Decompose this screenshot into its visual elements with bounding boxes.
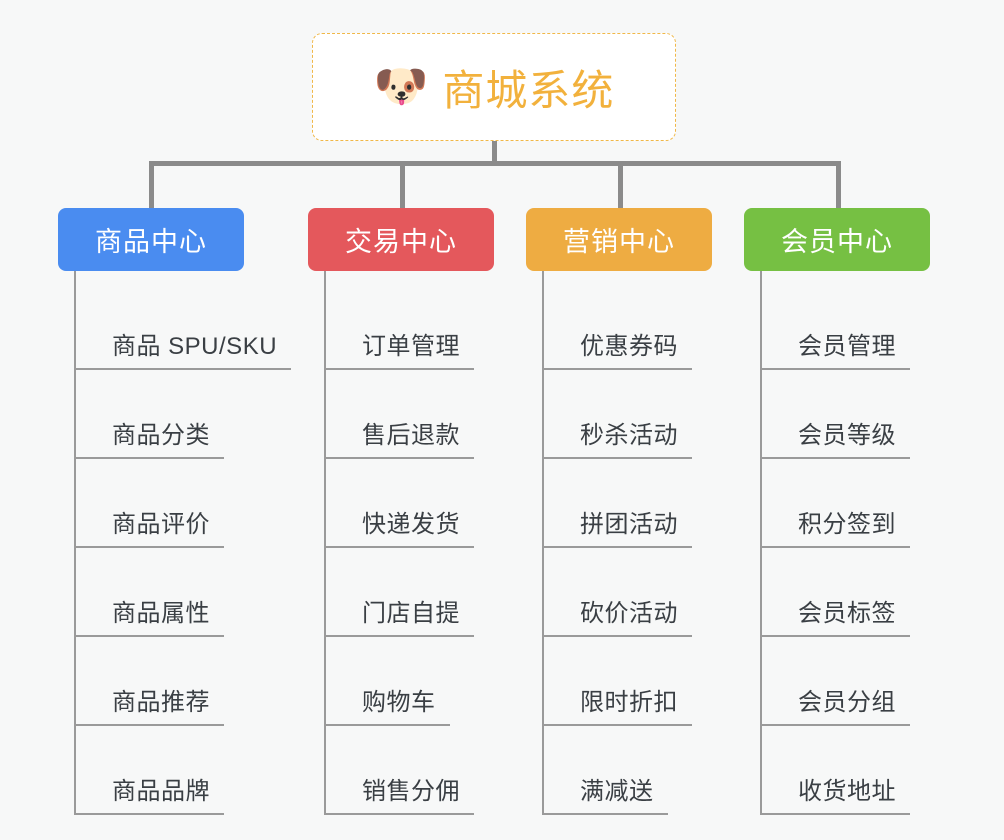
list-item[interactable]: 商品分类	[76, 370, 244, 459]
list-item-label: 会员标签	[798, 600, 896, 627]
list-item-underline	[762, 635, 910, 637]
list-item[interactable]: 订单管理	[326, 281, 494, 370]
list-item[interactable]: 拼团活动	[544, 459, 712, 548]
list-item[interactable]: 商品推荐	[76, 637, 244, 726]
connector-drop-3	[618, 161, 623, 208]
list-item-underline	[326, 635, 474, 637]
list-item-label: 满减送	[580, 778, 654, 805]
list-item-underline	[544, 368, 692, 370]
list-item[interactable]: 会员等级	[762, 370, 930, 459]
list-item-underline	[762, 724, 910, 726]
list-item-label: 会员等级	[798, 422, 896, 449]
list-item-underline	[326, 546, 474, 548]
list-item-label: 拼团活动	[580, 511, 678, 538]
list-item[interactable]: 购物车	[326, 637, 494, 726]
list-item-underline	[76, 813, 224, 815]
list-item-label: 收货地址	[798, 778, 896, 805]
list-item[interactable]: 收货地址	[762, 726, 930, 815]
list-item-underline	[326, 368, 474, 370]
list-item[interactable]: 门店自提	[326, 548, 494, 637]
list-item-label: 商品 SPU/SKU	[112, 333, 278, 360]
connector-drop-2	[400, 161, 405, 208]
list-item-underline	[326, 724, 450, 726]
category-header-product[interactable]: 商品中心	[58, 208, 244, 271]
root-node-mall-system[interactable]: 🐶 商城系统	[312, 33, 676, 141]
list-item[interactable]: 快递发货	[326, 459, 494, 548]
category-column-marketing: 营销中心 优惠券码 秒杀活动 拼团活动 砍价活动 限时折扣 满减送	[526, 208, 712, 815]
list-item-underline	[76, 635, 224, 637]
connector-drop-1	[149, 161, 154, 208]
list-item[interactable]: 砍价活动	[544, 548, 712, 637]
list-item[interactable]: 商品评价	[76, 459, 244, 548]
shiba-dog-face-icon: 🐶	[373, 62, 429, 111]
category-column-trade: 交易中心 订单管理 售后退款 快递发货 门店自提 购物车 销售分佣	[308, 208, 494, 815]
list-item-underline	[326, 813, 474, 815]
list-item-underline	[76, 368, 291, 370]
list-item-underline	[326, 457, 474, 459]
list-item-label: 商品推荐	[112, 689, 210, 716]
list-item-label: 门店自提	[362, 600, 460, 627]
list-item-underline	[76, 724, 224, 726]
list-item[interactable]: 满减送	[544, 726, 712, 815]
root-node-title: 商城系统	[442, 66, 615, 114]
list-item[interactable]: 售后退款	[326, 370, 494, 459]
list-item-underline	[544, 546, 692, 548]
list-item[interactable]: 积分签到	[762, 459, 930, 548]
list-item[interactable]: 商品属性	[76, 548, 244, 637]
list-item-underline	[762, 368, 910, 370]
list-item[interactable]: 商品品牌	[76, 726, 244, 815]
leaf-list-member: 会员管理 会员等级 积分签到 会员标签 会员分组 收货地址	[760, 271, 930, 815]
category-column-member: 会员中心 会员管理 会员等级 积分签到 会员标签 会员分组 收货地址	[744, 208, 930, 815]
list-item-underline	[544, 635, 692, 637]
list-item-label: 订单管理	[362, 333, 460, 360]
list-item-label: 会员分组	[798, 689, 896, 716]
list-item[interactable]: 秒杀活动	[544, 370, 712, 459]
list-item-label: 积分签到	[798, 511, 896, 538]
leaf-list-trade: 订单管理 售后退款 快递发货 门店自提 购物车 销售分佣	[324, 271, 494, 815]
list-item-label: 商品评价	[112, 511, 210, 538]
connector-drop-4	[836, 161, 841, 208]
category-header-trade[interactable]: 交易中心	[308, 208, 494, 271]
list-item-underline	[76, 457, 224, 459]
list-item-underline	[544, 457, 692, 459]
list-item[interactable]: 优惠券码	[544, 281, 712, 370]
list-item[interactable]: 限时折扣	[544, 637, 712, 726]
list-item-label: 商品属性	[112, 600, 210, 627]
list-item-label: 砍价活动	[580, 600, 678, 627]
list-item-underline	[544, 813, 668, 815]
list-item-label: 优惠券码	[580, 333, 678, 360]
list-item-underline	[762, 813, 910, 815]
list-item-underline	[544, 724, 692, 726]
list-item[interactable]: 会员分组	[762, 637, 930, 726]
list-item-underline	[762, 546, 910, 548]
category-header-member[interactable]: 会员中心	[744, 208, 930, 271]
category-header-marketing[interactable]: 营销中心	[526, 208, 712, 271]
list-item-label: 购物车	[362, 689, 436, 716]
list-item-label: 售后退款	[362, 422, 460, 449]
connector-horizontal-bus	[149, 161, 841, 166]
leaf-list-marketing: 优惠券码 秒杀活动 拼团活动 砍价活动 限时折扣 满减送	[542, 271, 712, 815]
category-column-product: 商品中心 商品 SPU/SKU 商品分类 商品评价 商品属性 商品推荐 商品品牌	[58, 208, 291, 815]
list-item-label: 商品品牌	[112, 778, 210, 805]
list-item[interactable]: 会员标签	[762, 548, 930, 637]
list-item-label: 秒杀活动	[580, 422, 678, 449]
list-item[interactable]: 会员管理	[762, 281, 930, 370]
list-item-underline	[76, 546, 224, 548]
list-item-label: 销售分佣	[362, 778, 460, 805]
list-item-label: 限时折扣	[580, 689, 678, 716]
list-item-label: 快递发货	[362, 511, 460, 538]
leaf-list-product: 商品 SPU/SKU 商品分类 商品评价 商品属性 商品推荐 商品品牌	[74, 271, 291, 815]
list-item-label: 商品分类	[112, 422, 210, 449]
list-item-underline	[762, 457, 910, 459]
list-item[interactable]: 销售分佣	[326, 726, 494, 815]
connector-root-stem	[492, 141, 497, 164]
list-item-label: 会员管理	[798, 333, 896, 360]
list-item[interactable]: 商品 SPU/SKU	[76, 281, 291, 370]
